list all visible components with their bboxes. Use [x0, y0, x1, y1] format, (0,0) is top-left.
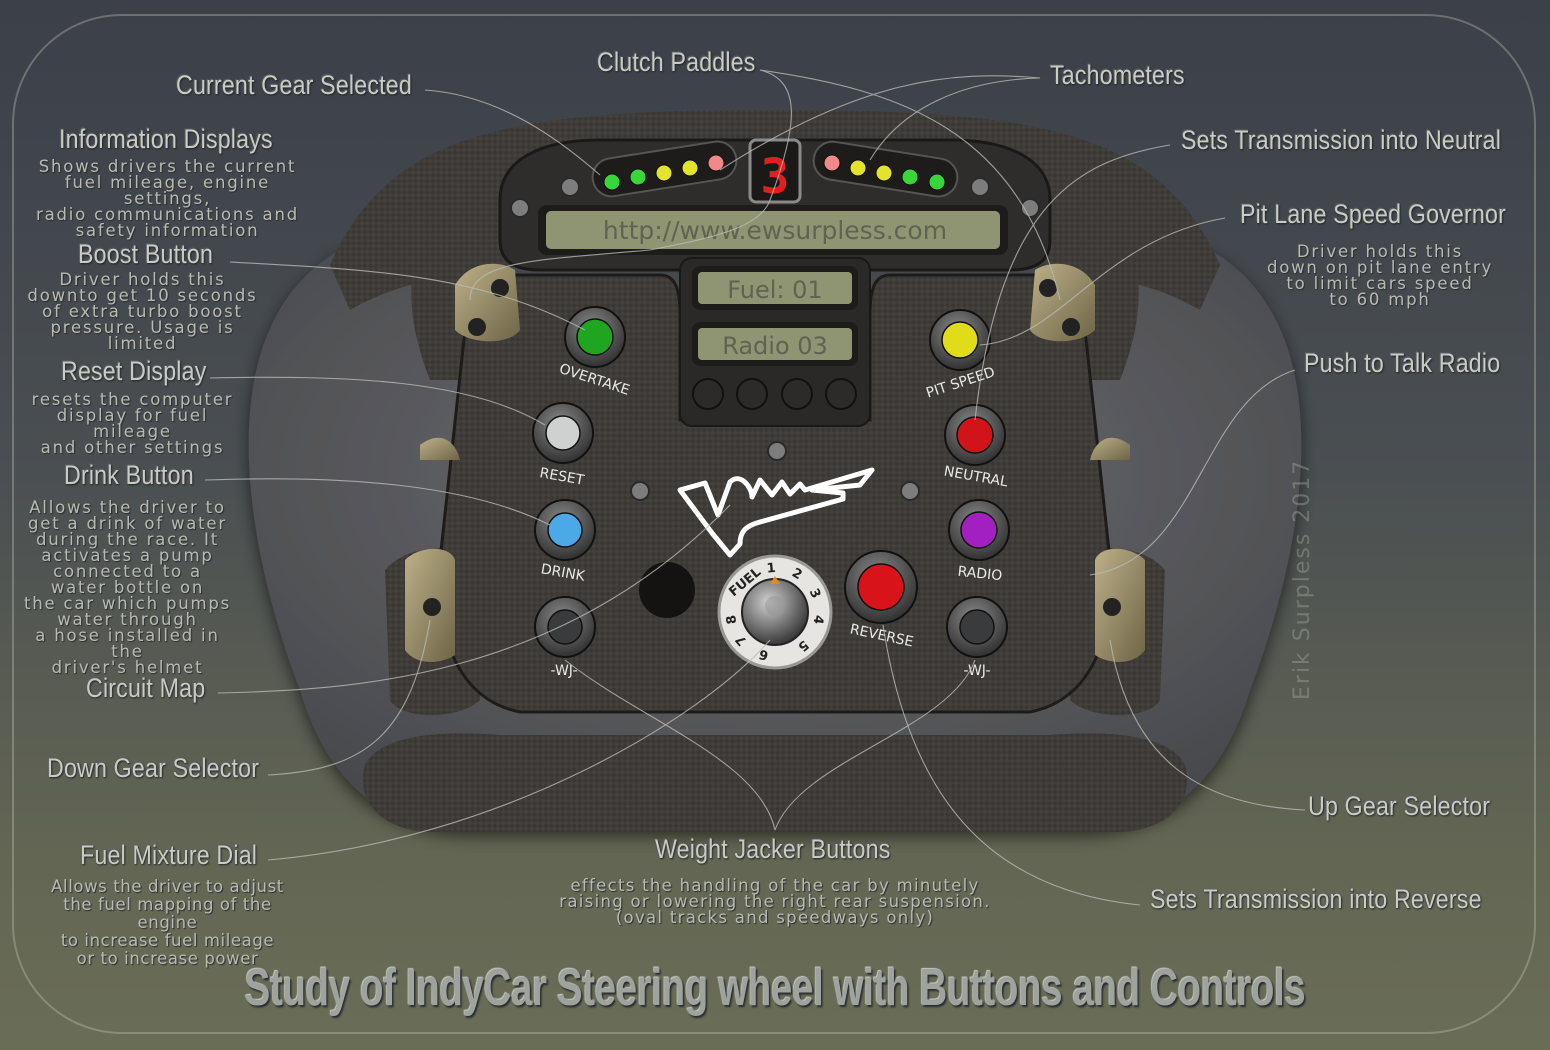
pit-lane-governor-title: Pit Lane Speed Governor	[1240, 199, 1507, 229]
wj-right-label: -WJ-	[963, 663, 990, 679]
tach-led-right	[928, 173, 946, 191]
tach-led-left	[681, 159, 699, 177]
dial-number: 8	[724, 614, 740, 626]
gear-indicator-frame	[748, 138, 802, 204]
tach-led-left	[707, 154, 725, 172]
fuel-display	[698, 272, 852, 304]
url-display	[546, 211, 1000, 249]
drink-button-text: Allows the driver to get a drink of wate…	[23, 498, 232, 677]
weight-jacker-text: effects the handling of the car by minut…	[559, 876, 991, 927]
page-title: Study of IndyCar Steering wheel with But…	[244, 959, 1306, 1017]
pit-lane-governor-text: Driver holds this down on pit lane entry…	[1266, 242, 1494, 309]
boost-button-text: Driver holds this downto get 10 seconds …	[27, 270, 258, 353]
tach-led-right	[849, 159, 867, 177]
information-displays-text: Shows drivers the current fuel mileage, …	[36, 157, 299, 240]
radio-display	[698, 328, 852, 360]
pit-speed-button[interactable]	[929, 309, 991, 371]
tach-led-right	[823, 154, 841, 172]
weight-jacker-left-button[interactable]	[534, 596, 596, 658]
tach-led-right	[901, 168, 919, 186]
up-gear-label: Up Gear Selector	[1308, 791, 1491, 821]
fuel-readout: Fuel: 01	[727, 276, 822, 304]
dial-number: 1	[766, 561, 776, 577]
tach-led-left	[655, 164, 673, 182]
tach-led-right	[875, 164, 893, 182]
wheel-lower-body	[362, 733, 1188, 832]
tachometer-leds	[603, 154, 946, 191]
url-text: http://www.ewsurpless.com	[603, 216, 947, 245]
clutch-paddles-label: Clutch Paddles	[597, 47, 756, 77]
wj-left-label: -WJ-	[550, 663, 577, 679]
push-to-talk-label: Push to Talk Radio	[1304, 348, 1501, 378]
leader-lines	[204, 69, 1306, 906]
reset-label: RESET	[538, 465, 585, 489]
up-gear-paddle[interactable]	[1095, 548, 1145, 662]
down-gear-label: Down Gear Selector	[47, 753, 260, 783]
tach-led-left	[629, 168, 647, 186]
bolts	[510, 177, 1040, 501]
down-gear-paddle[interactable]	[405, 548, 455, 662]
gear-digit: 3	[761, 149, 790, 205]
reset-button[interactable]	[532, 402, 594, 464]
fuel-mixture-title: Fuel Mixture Dial	[80, 840, 258, 870]
reverse-callout-label: Sets Transmission into Reverse	[1150, 884, 1482, 914]
artist-signature: Erik Surpless 2017	[1290, 458, 1315, 700]
weight-jacker-right-button[interactable]	[946, 596, 1008, 658]
drink-button-title: Drink Button	[64, 460, 194, 490]
radio-label: RADIO	[957, 564, 1003, 585]
radio-readout: Radio 03	[722, 332, 828, 360]
boost-button-title: Boost Button	[78, 239, 214, 269]
rounded-frame	[12, 14, 1536, 1034]
blank-button-hole	[639, 562, 695, 618]
current-gear-label: Current Gear Selected	[176, 70, 412, 100]
information-displays-title: Information Displays	[59, 124, 273, 154]
circuit-map-label: Circuit Map	[86, 673, 206, 703]
drink-button[interactable]	[534, 499, 596, 561]
weight-jacker-title: Weight Jacker Buttons	[655, 834, 891, 864]
clutch-paddle-right[interactable]	[1030, 263, 1095, 342]
overtake-button[interactable]	[564, 306, 626, 368]
push-to-talk-right-insert[interactable]	[1090, 437, 1130, 460]
radio-button[interactable]	[948, 499, 1010, 561]
tach-led-left	[603, 173, 621, 191]
neutral-callout-label: Sets Transmission into Neutral	[1181, 125, 1502, 155]
fuel-mixture-text: Allows the driver to adjust the fuel map…	[51, 877, 284, 968]
reverse-button[interactable]	[844, 550, 918, 624]
push-to-talk-left-insert	[420, 437, 460, 460]
dial-number: 4	[810, 614, 826, 626]
reset-display-text: resets the computer display for fuel mil…	[31, 390, 234, 457]
lcd-buttons[interactable]	[692, 378, 857, 410]
tachometers-label: Tachometers	[1050, 60, 1185, 90]
clutch-paddle-left[interactable]	[455, 263, 520, 342]
reset-display-title: Reset Display	[61, 356, 207, 386]
drink-label: DRINK	[540, 561, 587, 585]
neutral-button[interactable]	[944, 404, 1006, 466]
circuit-map-icon	[677, 467, 875, 558]
